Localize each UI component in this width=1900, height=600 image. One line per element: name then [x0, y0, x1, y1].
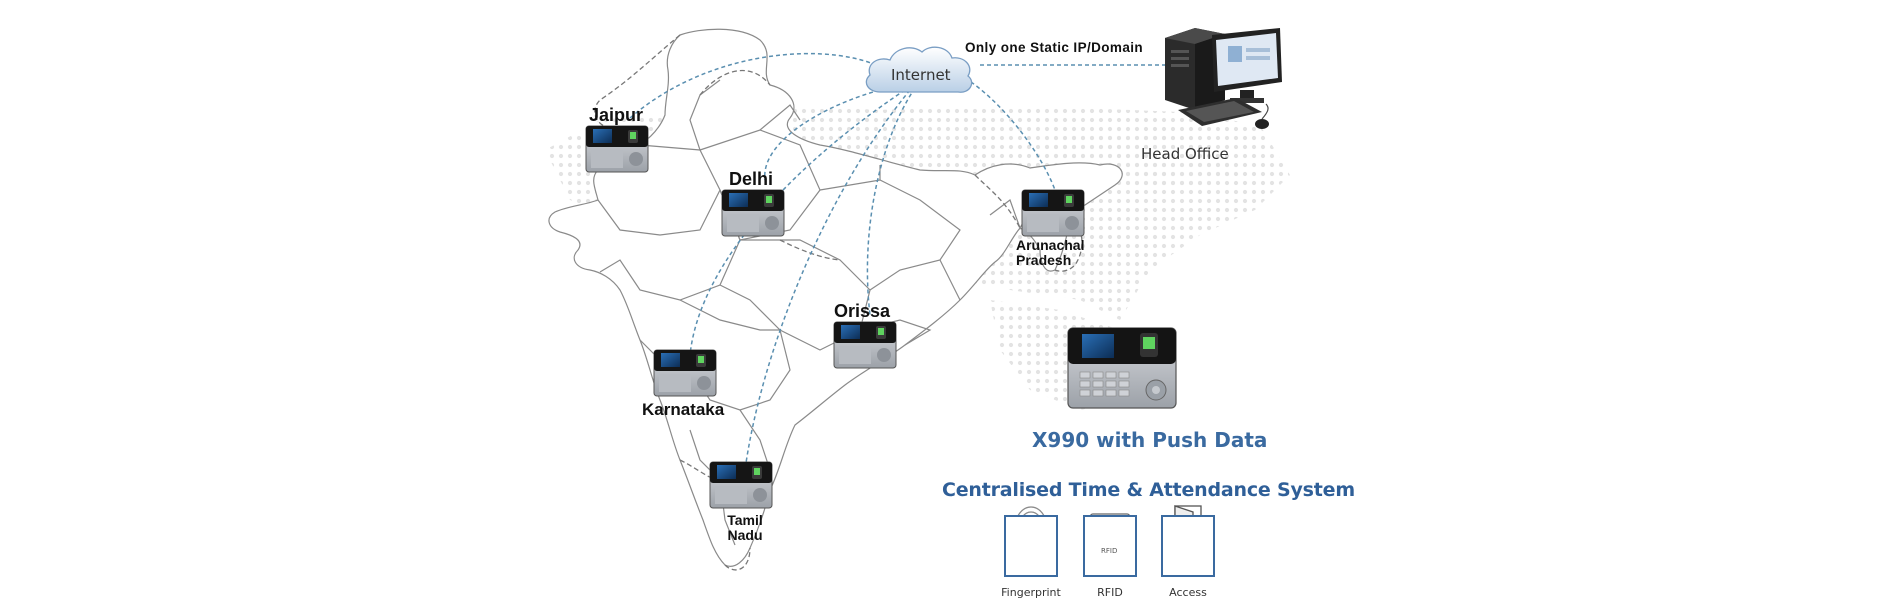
access-label: Access [1169, 586, 1207, 599]
head-office-computer [1165, 28, 1282, 129]
system-title: Centralised Time & Attendance System [942, 479, 1355, 501]
access-feature-box [1161, 515, 1215, 577]
static-ip-label: Only one Static IP/Domain [965, 40, 1144, 55]
rfid-card-text: RFID [1101, 547, 1118, 555]
head-office-label: Head Office [1141, 145, 1229, 163]
x990-device [1067, 327, 1177, 409]
device-delhi [721, 189, 785, 237]
fingerprint-label: Fingerprint [1001, 586, 1061, 599]
location-line: Arunachal [1016, 237, 1085, 253]
fingerprint-feature-box [1004, 515, 1058, 577]
device-tamil-nadu [709, 461, 773, 509]
device-karnataka [653, 349, 717, 397]
device-jaipur [585, 125, 649, 173]
location-tamil-nadu: Tamil Nadu [718, 513, 772, 543]
location-arunachal-pradesh: Arunachal Pradesh [1016, 238, 1084, 268]
rfid-feature-box [1083, 515, 1137, 577]
location-line: Tamil [727, 512, 763, 528]
location-line: Nadu [727, 527, 763, 543]
internet-label: Internet [891, 66, 951, 84]
location-line: Pradesh [1016, 252, 1072, 268]
location-jaipur: Jaipur [589, 105, 644, 125]
device-arunachal [1021, 189, 1085, 237]
location-delhi: Delhi [729, 169, 774, 189]
rfid-label: RFID [1097, 586, 1123, 599]
location-orissa: Orissa [834, 301, 891, 321]
product-title: X990 with Push Data [1032, 428, 1268, 452]
location-karnataka: Karnataka [642, 400, 725, 419]
internet-cloud [865, 46, 973, 93]
device-orissa [833, 321, 897, 369]
